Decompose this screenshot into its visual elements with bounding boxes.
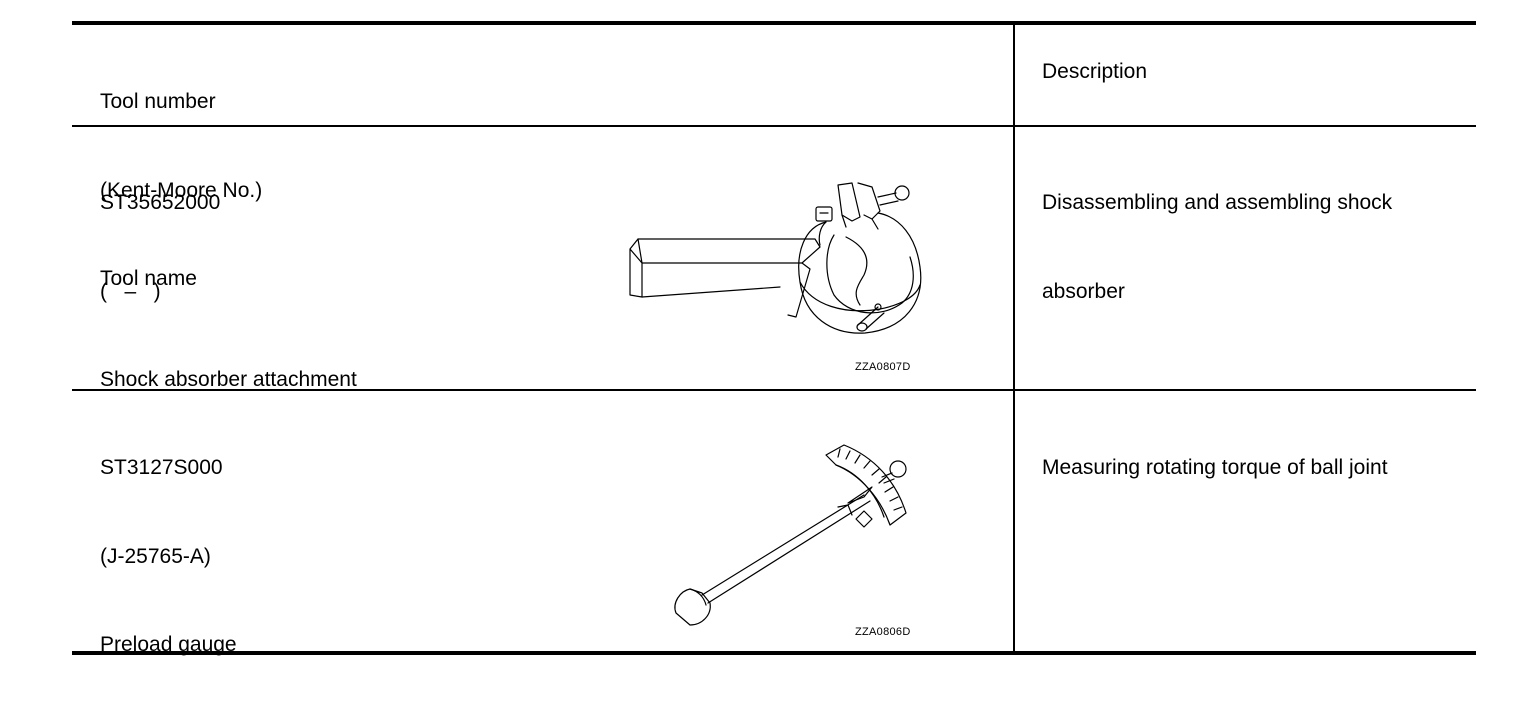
row-2-description: Measuring rotating torque of ball joint — [1042, 394, 1388, 542]
shock-absorber-attachment-icon — [620, 157, 940, 357]
row-1-tool-cell: ST35652000 ( – ) Shock absorber attachme… — [100, 129, 357, 454]
row-divider — [72, 389, 1476, 391]
row-1-description-line-1: Disassembling and assembling shock — [1042, 191, 1393, 214]
row-1-description: Disassembling and assembling shock absor… — [1042, 129, 1392, 365]
row-2-description-line-1: Measuring rotating torque of ball joint — [1042, 456, 1388, 479]
table-bottom-rule — [72, 651, 1476, 655]
row-2-tool-number: ST3127S000 — [100, 456, 223, 479]
header-tool-name: Tool name — [100, 267, 197, 290]
row-1-kent-moore: ( – ) — [100, 279, 161, 303]
row-1-figure-code: ZZA0807D — [855, 361, 911, 373]
header-description: Description — [1042, 60, 1148, 83]
row-1-tool-number: ST35652000 — [100, 191, 221, 214]
header-divider — [72, 125, 1476, 127]
header-kent-moore: (Kent-Moore No.) — [100, 178, 263, 202]
special-tools-table: Tool number (Kent-Moore No.) Tool name D… — [72, 21, 1476, 657]
row-1-description-line-2: absorber — [1042, 279, 1125, 303]
row-2-figure-code: ZZA0806D — [855, 626, 911, 638]
column-divider — [1013, 25, 1015, 653]
table-top-rule — [72, 21, 1476, 25]
row-2-kent-moore: (J-25765-A) — [100, 544, 211, 568]
row-2-tool-name: Preload gauge — [100, 633, 237, 656]
row-2-tool-cell: ST3127S000 (J-25765-A) Preload gauge — [100, 394, 237, 719]
row-1-tool-name: Shock absorber attachment — [100, 368, 357, 391]
preload-gauge-icon — [668, 435, 928, 635]
header-tool-number: Tool number — [100, 90, 216, 113]
header-tool-cell: Tool number (Kent-Moore No.) Tool name — [100, 28, 262, 353]
